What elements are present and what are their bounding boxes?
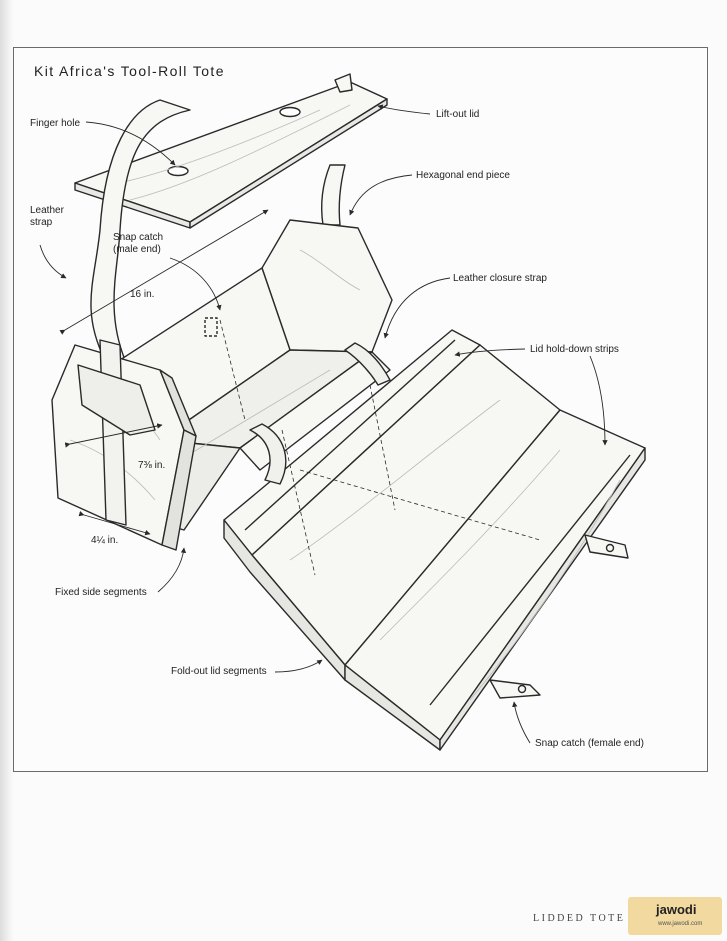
label-finger-hole: Finger hole (30, 118, 81, 129)
page-footer: LIDDED TOTE (533, 913, 626, 924)
hidden-lines (219, 319, 541, 576)
label-snap-catch-male-line1: Snap catch (113, 232, 164, 243)
watermark-brand: jawodi (656, 902, 697, 917)
leader-lines (39, 104, 608, 744)
dimension-length: 16 in. (130, 289, 155, 300)
closure-strap-shape (204, 317, 629, 699)
label-leather-closure-strap: Leather closure strap (453, 273, 547, 284)
label-fixed-side-segments: Fixed side segments (55, 587, 147, 598)
dimension-height: 7⅜ in. (138, 460, 166, 471)
page-gutter-shadow (0, 0, 14, 941)
watermark-logo (628, 897, 722, 935)
label-hexagonal-end-piece: Hexagonal end piece (416, 170, 510, 181)
dimension-width: 4¼ in. (91, 535, 119, 546)
label-lift-out-lid: Lift-out lid (436, 109, 480, 120)
label-lid-hold-down-strips: Lid hold-down strips (530, 344, 619, 355)
label-snap-catch-female: Snap catch (female end) (535, 738, 644, 749)
watermark-url: www.jawodi.com (658, 921, 703, 927)
label-leather-strap-line1: Leather (30, 205, 64, 216)
label-fold-out-lid-segments: Fold-out lid segments (171, 666, 267, 677)
dimension-lines (59, 209, 269, 536)
leather-strap-shape (90, 73, 353, 361)
fold-out-lid-shape (223, 329, 646, 751)
label-leather-strap-line2: strap (30, 217, 53, 228)
illustration-title: Kit Africa's Tool-Roll Tote (34, 63, 225, 79)
label-snap-catch-male-line2: (male end) (113, 244, 161, 255)
